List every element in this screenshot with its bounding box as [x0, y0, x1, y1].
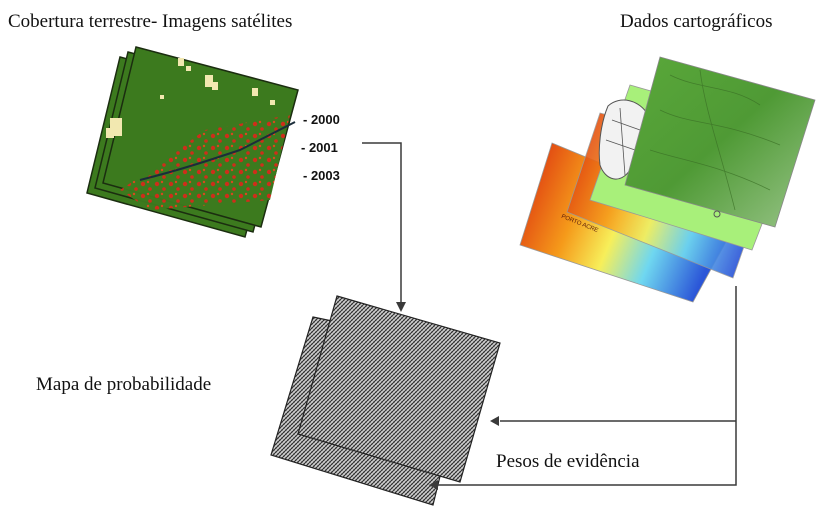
- year-2003: - 2003: [303, 168, 340, 183]
- deforestation-area: [120, 115, 290, 210]
- cartographic-stack: [519, 56, 816, 303]
- relief-layer: [624, 56, 816, 228]
- river-line: [139, 121, 296, 181]
- satellite-image-stack: [86, 46, 299, 238]
- probability-map-stack: [270, 295, 501, 506]
- probability-map-label: Mapa de probabilidade: [36, 374, 212, 395]
- relief-ridges: [649, 69, 781, 211]
- cloud-patches: [106, 58, 275, 138]
- marker-circle: [713, 210, 721, 218]
- arrow-satellite-to-probability: [362, 142, 402, 305]
- year-2001: - 2001: [301, 140, 338, 155]
- evidence-weights-label: Pesos de evidência: [496, 451, 640, 472]
- satellite-title: Cobertura terrestre- Imagens satélites: [8, 11, 293, 32]
- arrow-cartographic-trunk: [437, 286, 737, 486]
- probability-layer-front: [297, 295, 501, 483]
- arrows: [362, 142, 737, 490]
- year-2000: - 2000: [303, 112, 340, 127]
- cartographic-title: Dados cartográficos: [620, 11, 773, 32]
